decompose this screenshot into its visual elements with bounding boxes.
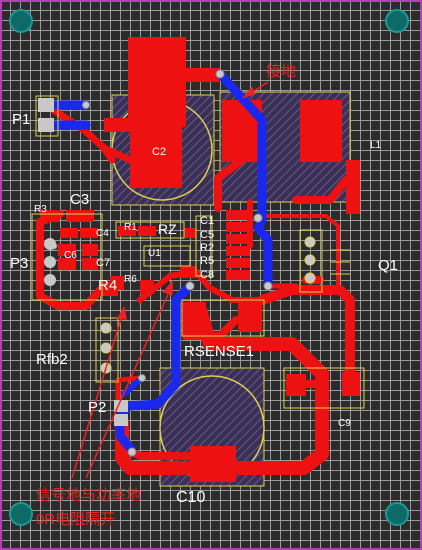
label-l1: L1 bbox=[370, 140, 382, 151]
label-p2: P2 bbox=[88, 399, 106, 416]
label-c2: C2 bbox=[152, 146, 166, 158]
connector-q1 bbox=[299, 229, 323, 293]
label-c1: C1 bbox=[200, 215, 214, 227]
connector-rfb2 bbox=[95, 317, 119, 383]
top-copper bbox=[40, 37, 360, 482]
top-traces bbox=[36, 101, 355, 475]
annotation-signal-ground-line2: 0R电阻隔开 bbox=[36, 511, 115, 528]
connector-p1 bbox=[38, 98, 54, 132]
annotation-signal-ground-line1: 信号地与功率地 bbox=[36, 487, 141, 504]
label-rfb2: Rfb2 bbox=[36, 351, 68, 368]
label-r3: R3 bbox=[34, 204, 47, 215]
label-c5: C5 bbox=[200, 229, 214, 241]
label-c10: C10 bbox=[176, 489, 205, 506]
label-r2: R2 bbox=[200, 242, 214, 254]
label-p1: P1 bbox=[12, 111, 30, 128]
annotation-ground: 接地 bbox=[266, 63, 296, 80]
mounting-holes bbox=[9, 9, 409, 526]
label-u1: U1 bbox=[148, 248, 161, 259]
label-rz: RZ bbox=[158, 221, 177, 237]
label-c6: C6 bbox=[64, 250, 77, 261]
connector-p3 bbox=[44, 238, 56, 286]
label-p3: P3 bbox=[10, 255, 28, 272]
label-c3: C3 bbox=[70, 191, 89, 208]
label-q1: Q1 bbox=[378, 257, 398, 274]
label-c7: C7 bbox=[96, 257, 110, 269]
silkscreen bbox=[31, 95, 365, 409]
label-c4: C4 bbox=[96, 228, 109, 239]
vias bbox=[50, 69, 273, 457]
label-r6: R6 bbox=[124, 274, 137, 285]
label-r1: R1 bbox=[124, 222, 137, 233]
label-c9: C9 bbox=[338, 418, 351, 429]
label-r4: R4 bbox=[98, 277, 117, 294]
annotation-arrows bbox=[71, 81, 269, 479]
bottom-traces bbox=[41, 69, 273, 455]
label-r5: R5 bbox=[200, 255, 214, 267]
label-c8: C8 bbox=[200, 269, 214, 281]
label-rsense1: RSENSE1 bbox=[184, 343, 254, 360]
